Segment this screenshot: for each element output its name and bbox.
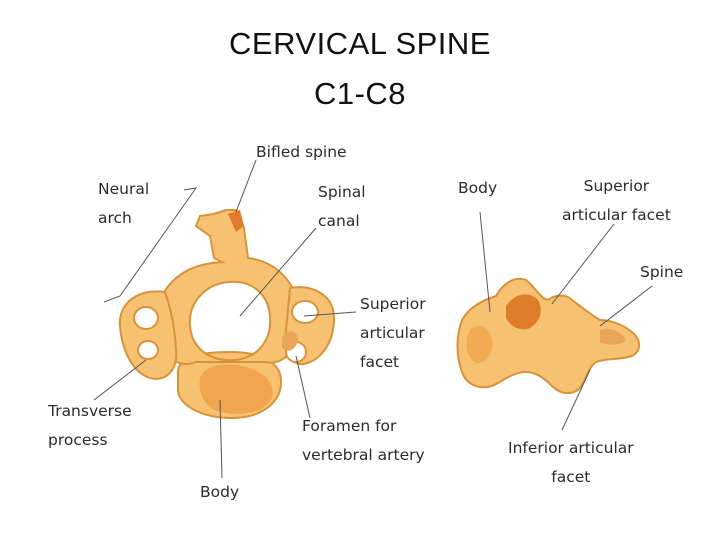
label-side-inferior-articular-facet: Inferior articular facet [508,434,634,492]
label-neural-arch: Neural arch [98,175,149,233]
label-side-superior-articular-facet: Superior articular facet [562,172,671,230]
right-foramen-upper [292,301,318,323]
vertebral-ring-shape [156,210,300,364]
left-foramen-lower [138,341,158,359]
label-bifid-spine: Bifled spine [256,138,347,167]
label-transverse-process: Transverse process [48,397,132,455]
label-spinal-canal: Spinal canal [318,178,366,236]
label-side-body: Body [458,174,497,203]
label-foramen-vertebral-artery: Foramen for vertebral artery [302,412,425,470]
side-body-shade [467,326,493,363]
label-body: Body [200,478,239,507]
label-superior-articular-facet: Superior articular facet [360,290,426,377]
left-foramen-upper [134,307,158,329]
left-transverse-process [120,291,176,378]
label-side-spine: Spine [640,258,683,287]
